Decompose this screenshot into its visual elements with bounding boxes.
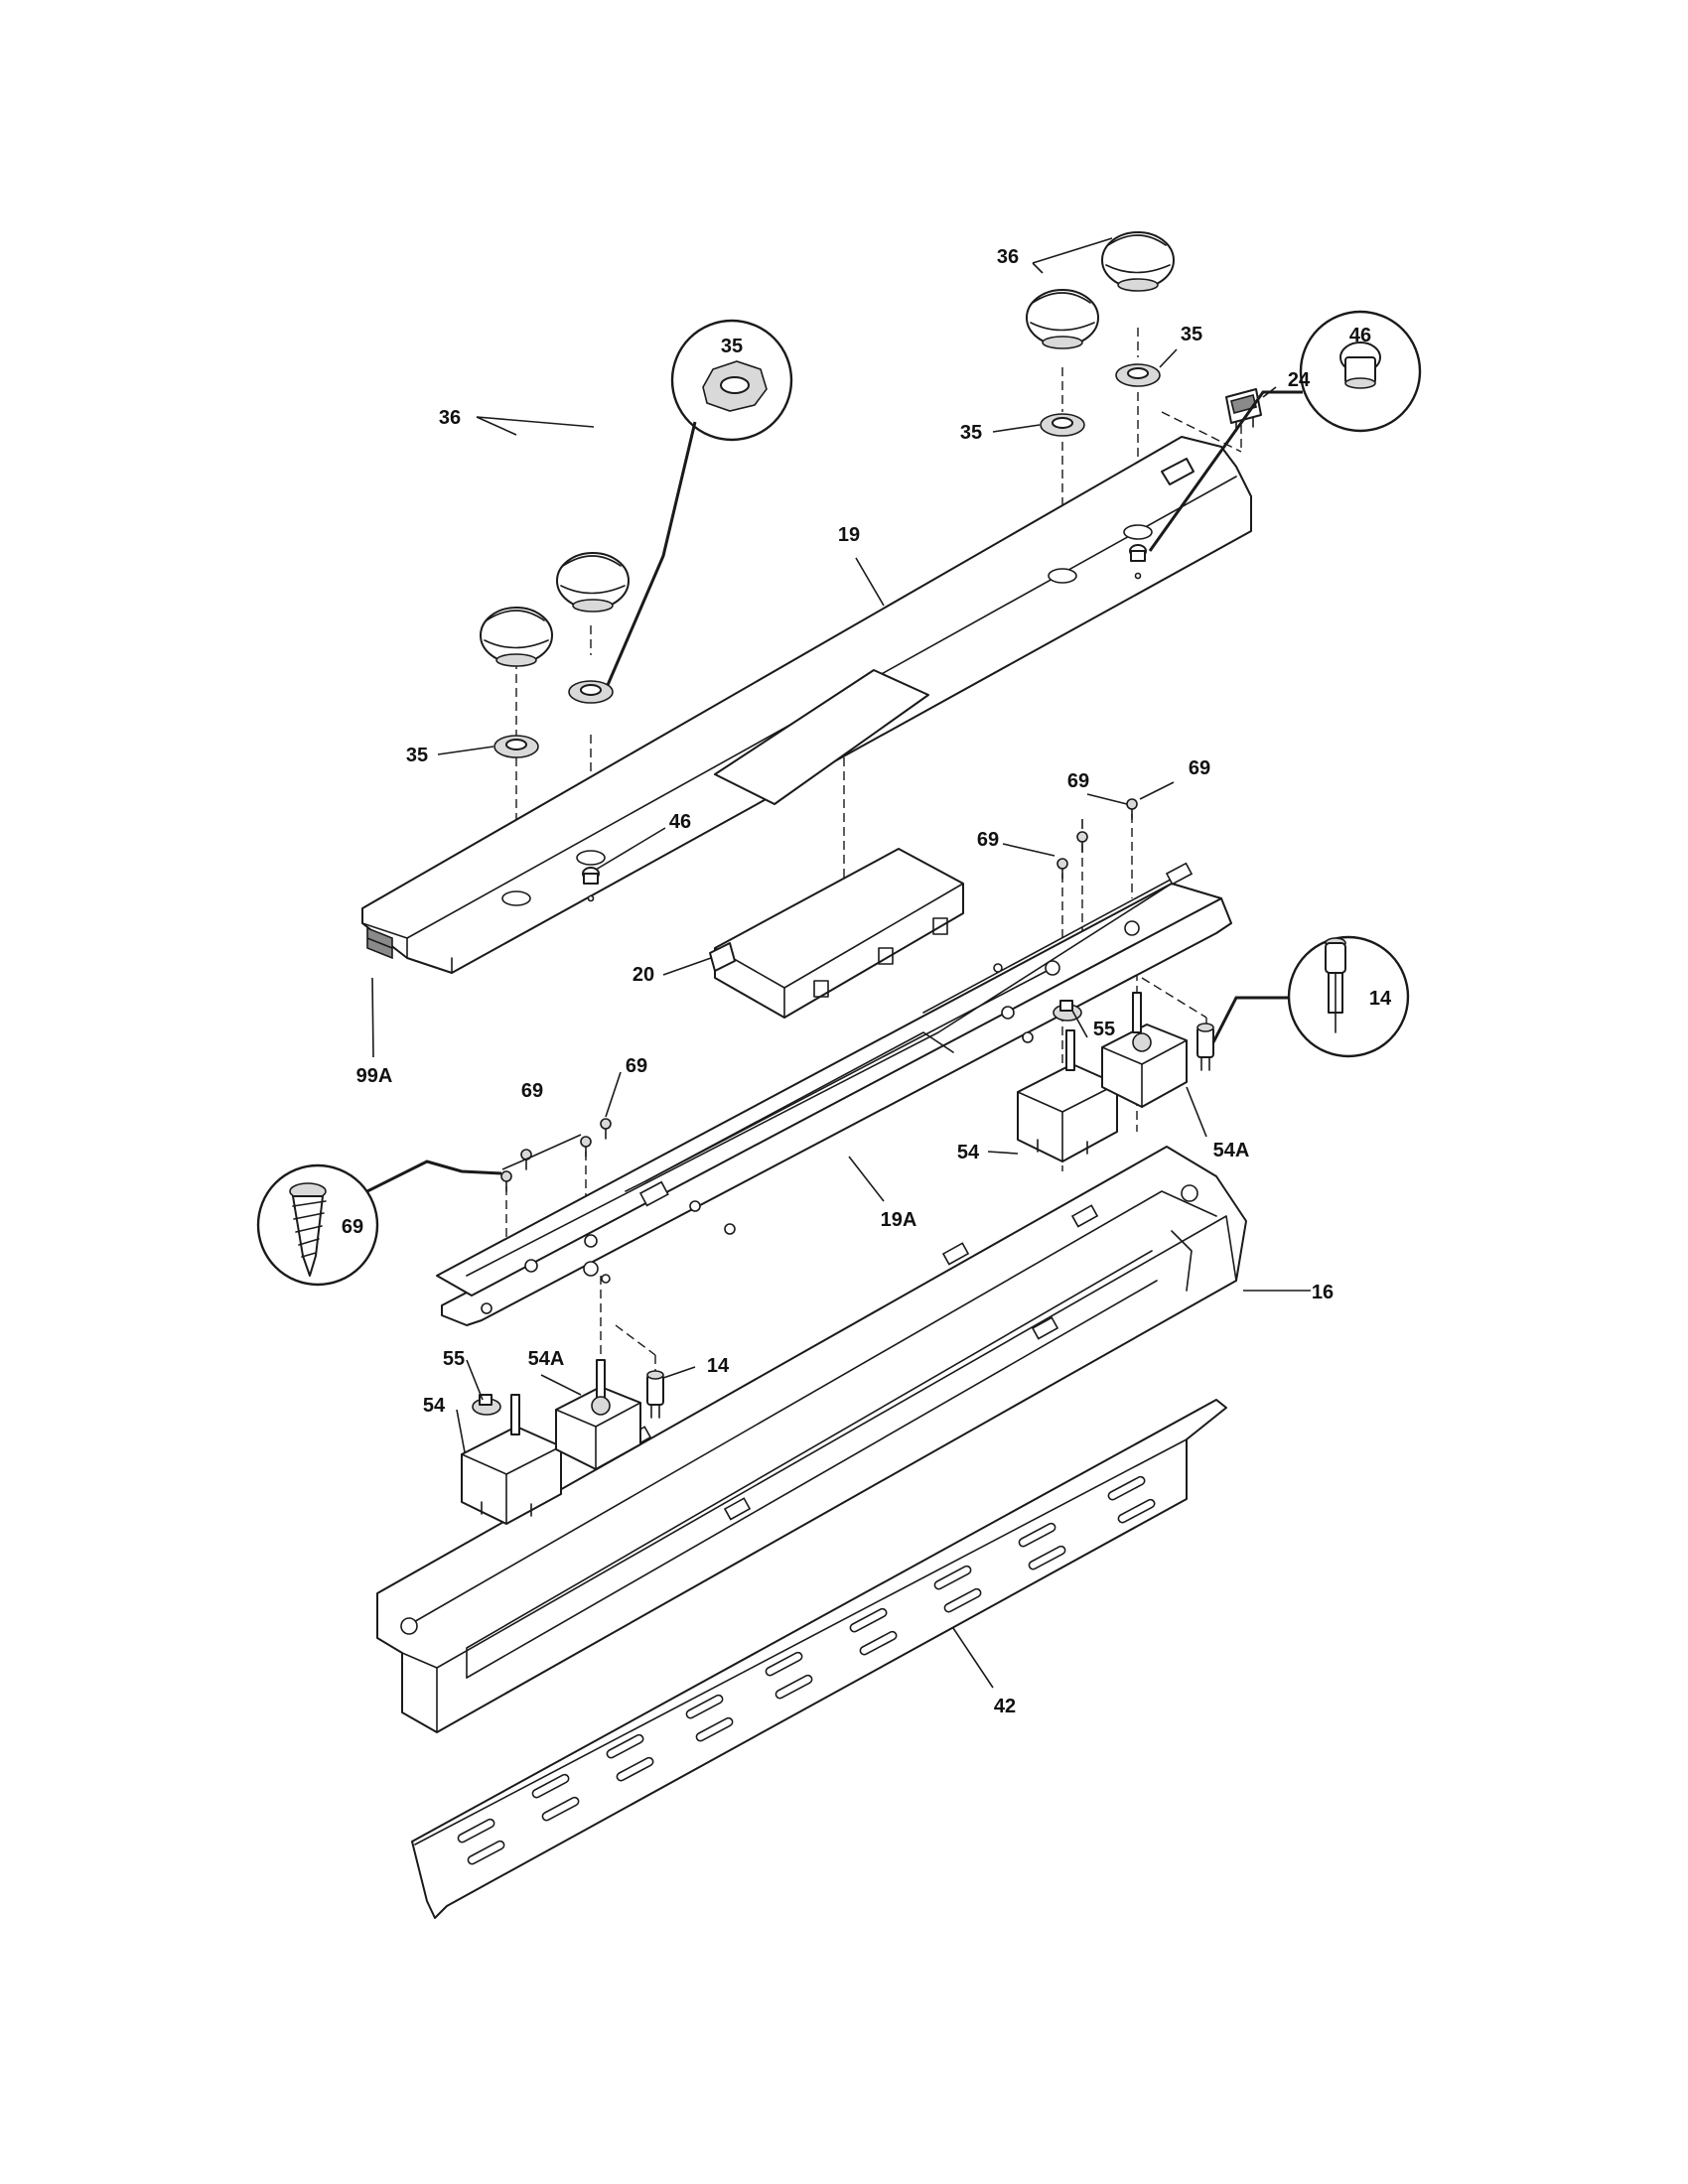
infinite-switch-54A-left	[555, 1359, 641, 1470]
label-69-top-b: 69	[1189, 757, 1210, 779]
indicator-55-right	[1053, 1000, 1082, 1022]
label-14-callout: 14	[1369, 988, 1392, 1010]
label-55-right: 55	[1093, 1019, 1115, 1040]
label-19A: 19A	[881, 1209, 917, 1231]
callout-35-detail	[606, 319, 793, 686]
screw-69-mid-a	[500, 1170, 512, 1192]
console-panel-19	[361, 436, 1252, 974]
leader-lines	[371, 237, 1311, 1689]
label-69-mid-b: 69	[521, 1080, 543, 1102]
callout-46-detail	[1148, 310, 1422, 552]
screw-69-top-a	[1056, 858, 1068, 880]
knob-36-right-rear	[1101, 231, 1175, 292]
label-54-right: 54	[957, 1142, 980, 1163]
label-69-top-a: 69	[1067, 770, 1089, 792]
bezel-35-right-rear	[1115, 363, 1161, 387]
label-99A: 99A	[356, 1065, 393, 1087]
screw-69-mid-d	[600, 1118, 612, 1140]
lamp-socket-14-left	[646, 1370, 664, 1419]
label-69-top-c: 69	[977, 829, 999, 851]
label-35-right-b: 35	[960, 422, 982, 444]
label-16: 16	[1312, 1282, 1334, 1303]
label-69-callout: 69	[342, 1216, 363, 1238]
bezel-35-left-rear	[568, 680, 614, 704]
label-54A-left: 54A	[528, 1348, 565, 1370]
screw-69-group	[500, 798, 1138, 1192]
label-55-left: 55	[443, 1348, 465, 1370]
label-14-left: 14	[707, 1355, 730, 1377]
button-46-right	[1129, 544, 1147, 562]
knob-36-left-rear	[556, 552, 630, 613]
label-54A-right: 54A	[1213, 1140, 1250, 1161]
screw-69-mid-c	[580, 1136, 592, 1158]
control-frame-16	[376, 1146, 1247, 1733]
lamp-socket-14-right	[1196, 1023, 1214, 1071]
label-35-right-a: 35	[1181, 324, 1202, 345]
label-36-left: 36	[439, 407, 461, 429]
label-46-left: 46	[669, 811, 691, 833]
callout-69-detail	[256, 1160, 502, 1287]
infinite-switch-54-left	[461, 1394, 562, 1525]
screw-69-top-b	[1076, 831, 1088, 853]
part-labels: 36 36 35 24 35 35 46 19 35 46 69 69 69 2…	[342, 246, 1392, 1717]
label-54-left: 54	[423, 1395, 446, 1417]
knob-36-right-front	[1026, 289, 1099, 349]
knob-36-left-front	[480, 607, 553, 667]
indicator-55-left	[472, 1394, 501, 1416]
knob-36-group	[480, 231, 1175, 667]
label-36-right: 36	[997, 246, 1019, 268]
label-24: 24	[1288, 369, 1311, 391]
label-42: 42	[994, 1696, 1016, 1717]
bezel-35-group	[493, 363, 1161, 758]
label-20: 20	[633, 964, 654, 986]
label-35-callout: 35	[721, 336, 743, 357]
callout-14-detail	[1211, 935, 1410, 1058]
bezel-35-left-front	[493, 735, 539, 758]
trim-vent-slots	[457, 1475, 1156, 1865]
infinite-switch-54A-right	[1101, 992, 1188, 1108]
control-board-20	[709, 848, 964, 1019]
rocker-switch-24	[1225, 388, 1262, 432]
vented-trim-42	[411, 1399, 1227, 1919]
screw-69-top-c	[1126, 798, 1138, 820]
infinite-switch-54-right	[1017, 1029, 1118, 1162]
label-19: 19	[838, 524, 860, 546]
mounting-plate-19A	[436, 862, 1232, 1326]
label-35-left: 35	[406, 745, 428, 766]
label-69-mid-a: 69	[626, 1055, 647, 1077]
bezel-35-right-front	[1040, 413, 1085, 437]
label-46-callout: 46	[1349, 325, 1371, 346]
button-46-left	[582, 867, 600, 885]
